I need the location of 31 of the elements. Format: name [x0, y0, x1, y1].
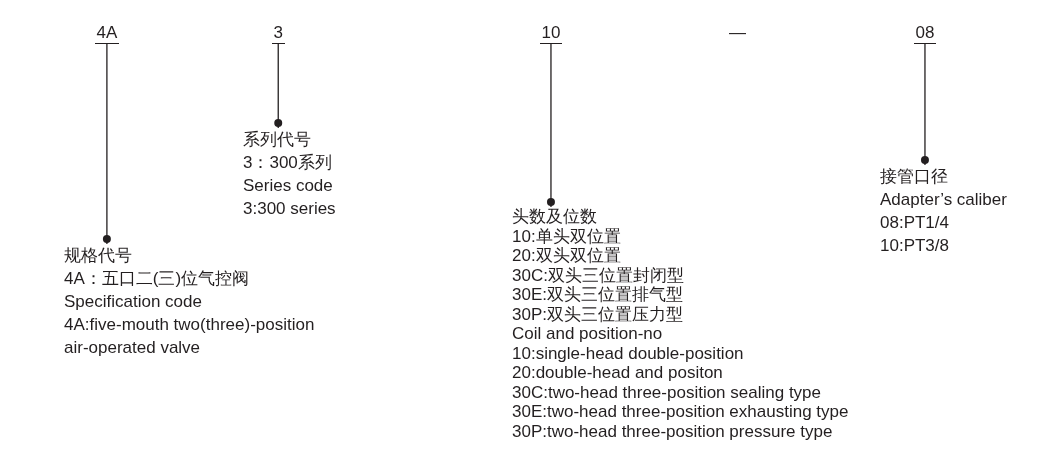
description-text: 30P:two-head three-position pressure type [512, 421, 834, 441]
description-heading: 接管口径 [880, 166, 949, 188]
description-text: 4A：五口二(三)位气控阀 [64, 268, 251, 290]
description-text: 3:300 series [243, 198, 337, 220]
leader-line [546, 43, 555, 208]
description-heading: 系列代号 [243, 129, 312, 151]
underlined-code: 3 [271, 24, 285, 44]
description-text: 08:PT1/4 [880, 212, 950, 234]
description-text: 30P:双头三位置压力型 [512, 304, 684, 324]
description-text: 20:双头双位置 [512, 246, 622, 266]
description-text: 30E:双头三位置排气型 [512, 285, 684, 305]
underlined-code: 10 [539, 24, 563, 44]
description-text: Specification code [64, 291, 203, 313]
description-heading: 规格代号 [64, 245, 133, 267]
description-text: 10:PT3/8 [880, 235, 950, 257]
separator-dash: — [729, 24, 746, 42]
leader-line [274, 43, 283, 129]
leader-line [102, 43, 111, 245]
description-text: 20:double-head and positon [512, 363, 724, 383]
description-text: 4A:five-mouth two(three)-position air-operated valve [64, 314, 316, 359]
description-text: 10:single-head double-position [512, 343, 745, 363]
description-text: Coil and position-no [512, 324, 664, 344]
description-text: 30C:双头三位置封闭型 [512, 265, 685, 285]
description-text: 3：300系列 [243, 152, 333, 174]
leader-line [920, 43, 929, 166]
description-text: 30E:two-head three-position exhausting type [512, 402, 850, 422]
description-text: Series code [243, 175, 334, 197]
underlined-code: 08 [913, 24, 937, 44]
description-text: Adapter’s caliber [880, 189, 1008, 211]
description-text: 30C:two-head three-position sealing type [512, 382, 823, 402]
underlined-code: 4A [94, 24, 120, 44]
